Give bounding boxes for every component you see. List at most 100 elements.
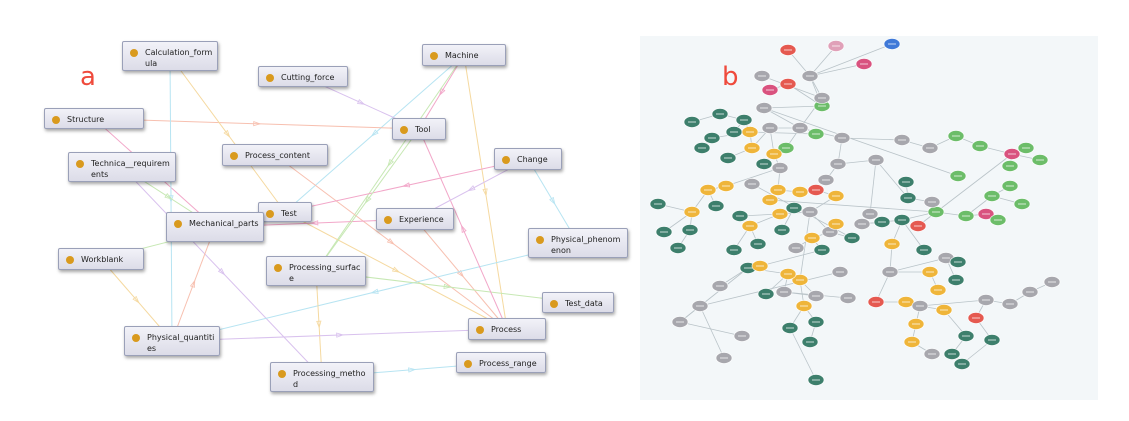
- ontology-node-prange[interactable]: Process_range: [456, 352, 546, 373]
- graph-link: [769, 199, 937, 213]
- class-icon: [502, 156, 510, 164]
- ontology-edge: [171, 226, 216, 342]
- graph-link: [809, 45, 837, 77]
- node-label: Test: [281, 209, 297, 218]
- ontology-node-process[interactable]: Process: [468, 318, 546, 340]
- node-label: Process: [491, 325, 522, 334]
- node-label: Tool: [415, 125, 431, 134]
- ontology-edge: [414, 218, 508, 330]
- ontology-edge: [418, 128, 508, 330]
- node-label: Change: [517, 155, 548, 164]
- class-icon: [384, 216, 392, 224]
- class-icon: [274, 264, 282, 272]
- class-icon: [278, 370, 286, 378]
- edge-arrow: [370, 288, 379, 294]
- edge-arrow: [408, 367, 417, 373]
- ontology-edge: [169, 55, 286, 213]
- graph-link: [763, 105, 823, 109]
- ontology-node-tool[interactable]: Tool: [392, 118, 446, 140]
- graph-link: [699, 305, 725, 359]
- ontology-edge: [93, 118, 420, 130]
- edge-arrow: [461, 224, 467, 233]
- ontology-node-mechpart[interactable]: Mechanical_parts: [166, 212, 264, 242]
- node-label: Structure: [67, 115, 105, 124]
- ontology-node-workblank[interactable]: Workblank: [58, 248, 144, 270]
- edge-arrow: [217, 267, 226, 276]
- graph-link: [919, 299, 987, 307]
- graph-link: [759, 249, 823, 267]
- node-label: Processing_surface: [289, 263, 361, 283]
- ontology-node-physphen[interactable]: Physical_phenomenon: [528, 228, 628, 258]
- edge-arrow: [356, 99, 366, 105]
- ontology-node-test[interactable]: Test: [258, 202, 312, 222]
- class-icon: [430, 52, 438, 60]
- class-icon: [52, 116, 60, 124]
- graph-link: [789, 327, 817, 381]
- ontology-edge: [315, 54, 465, 272]
- ontology-node-physq[interactable]: Physical_quantities: [124, 326, 220, 356]
- class-icon: [132, 334, 140, 342]
- edge-arrow: [189, 279, 196, 288]
- edge-arrow: [443, 283, 452, 289]
- class-icon: [476, 326, 484, 334]
- ontology-edge: [284, 158, 529, 213]
- ontology-node-mach[interactable]: Machine: [422, 44, 506, 66]
- ontology-node-change[interactable]: Change: [494, 148, 562, 170]
- ontology-node-psurf[interactable]: Processing_surface: [266, 256, 366, 286]
- ontology-edge: [315, 270, 323, 378]
- edge-arrow: [482, 188, 488, 197]
- graph-link: [763, 107, 959, 177]
- ontology-node-struct[interactable]: Structure: [44, 108, 144, 129]
- ontology-node-cut[interactable]: Cutting_force: [258, 66, 348, 87]
- edge-arrow: [132, 295, 140, 304]
- ontology-edge: [315, 128, 420, 272]
- class-icon: [266, 210, 274, 218]
- class-icon: [550, 300, 558, 308]
- node-label: Processing_method: [293, 369, 366, 389]
- class-icon: [130, 49, 138, 57]
- class-icon: [266, 74, 274, 82]
- node-label: Cutting_force: [281, 73, 335, 82]
- graph-link: [841, 137, 903, 141]
- ontology-edge: [284, 211, 508, 330]
- node-label: Experience: [399, 215, 444, 224]
- ontology-edge: [121, 166, 323, 378]
- ontology-edge: [171, 242, 579, 342]
- node-label: Calculation_formula: [145, 48, 213, 68]
- ontology-node-pcont[interactable]: Process_content: [222, 144, 328, 166]
- edge-arrow: [370, 129, 379, 137]
- graph-link: [869, 159, 877, 215]
- class-icon: [464, 360, 472, 368]
- graph-link: [749, 131, 817, 135]
- ontology-node-calc[interactable]: Calculation_formula: [122, 41, 218, 71]
- node-label: Process_content: [245, 151, 310, 160]
- graph-link: [875, 159, 909, 199]
- edge-arrow: [164, 193, 173, 200]
- panel-label-b: b: [722, 62, 739, 92]
- ontology-edge: [171, 328, 508, 342]
- edge-arrow: [223, 129, 231, 138]
- ontology-edge: [274, 154, 508, 330]
- edge-arrow: [467, 185, 476, 192]
- class-icon: [230, 152, 238, 160]
- graph-link: [725, 167, 781, 187]
- ontology-edge: [418, 54, 465, 130]
- class-icon: [400, 126, 408, 134]
- edge-arrow: [316, 320, 322, 329]
- node-label: Machine: [445, 51, 479, 60]
- edge-arrow: [253, 120, 262, 127]
- node-label: Test_data: [565, 299, 603, 308]
- node-label: Physical_quantities: [147, 333, 215, 353]
- ontology-node-pmeth[interactable]: Processing_method: [270, 362, 374, 392]
- class-icon: [536, 236, 544, 244]
- edge-arrow: [549, 196, 556, 206]
- node-label: Technica__requirements: [91, 159, 170, 179]
- class-icon: [76, 160, 84, 168]
- ontology-node-exp[interactable]: Experience: [376, 208, 454, 230]
- ontology-node-testdata[interactable]: Test_data: [542, 292, 614, 313]
- edge-arrow: [310, 220, 319, 226]
- ontology-node-techreq[interactable]: Technica__requirements: [68, 152, 176, 182]
- edge-arrow: [386, 237, 395, 245]
- knowledge-graph: [649, 38, 1061, 386]
